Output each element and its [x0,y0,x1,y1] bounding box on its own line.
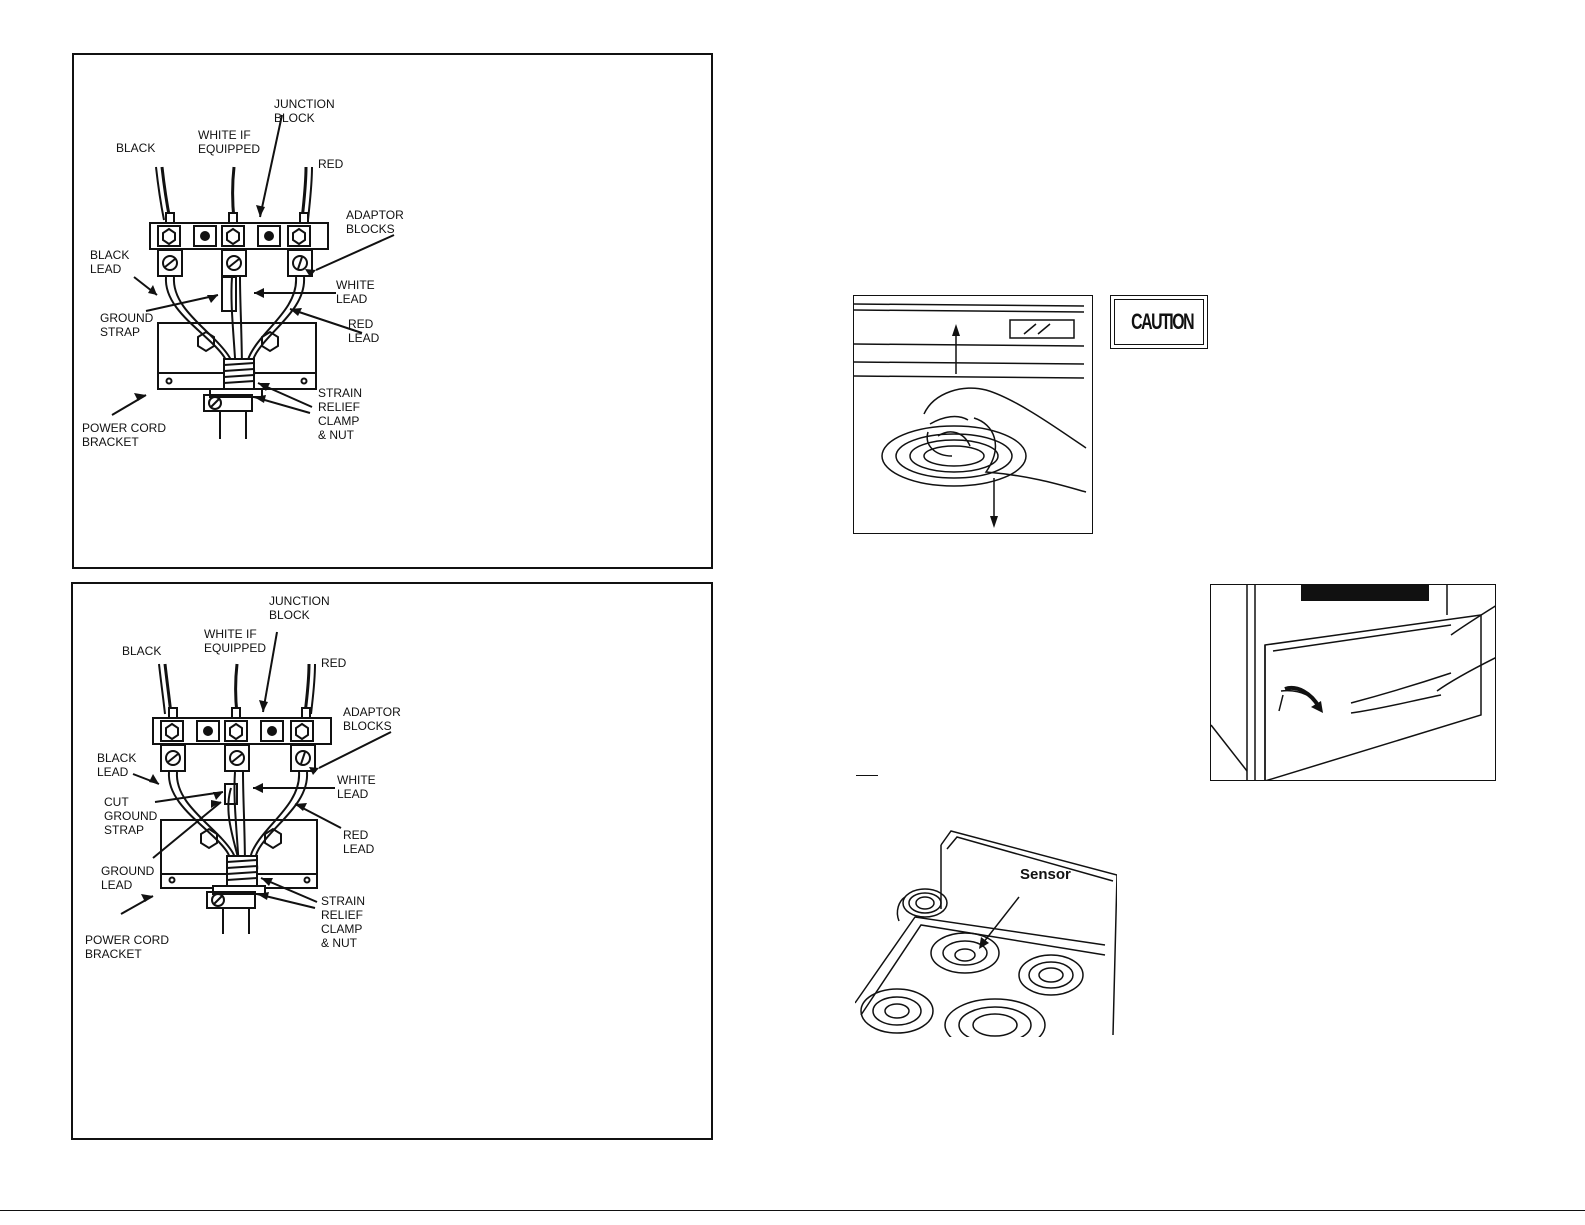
label-black: BLACK [116,141,156,155]
label-black-lead: BLACK LEAD [97,751,137,779]
oven-door-illustration [1210,584,1496,781]
label-black-lead: BLACK LEAD [90,248,130,276]
caution-text: CAUTION [1130,309,1195,334]
page-bottom-rule [0,1210,1585,1211]
label-white-lead: WHITE LEAD [337,773,376,801]
label-ground-lead: GROUND LEAD [101,864,155,892]
label-red: RED [318,157,344,171]
label-adaptor-blocks: ADAPTOR BLOCKS [346,208,404,236]
caution-badge: CAUTION [1110,295,1208,349]
label-black: BLACK [122,644,162,658]
wiring-diagram-2-drawing [120,631,392,934]
label-red-lead: RED LEAD [348,317,380,345]
label-red-lead: RED LEAD [343,828,375,856]
label-adaptor-blocks: ADAPTOR BLOCKS [343,705,401,733]
surface-element-lift-illustration [853,295,1093,534]
wiring-diagram-panel-1: JUNCTION BLOCK WHITE IF EQUIPPED BLACK R… [72,53,713,569]
label-strain-relief: STRAIN RELIEF CLAMP & NUT [318,386,363,442]
label-white-lead: WHITE LEAD [336,278,375,306]
label-junction-block: JUNCTION BLOCK [274,97,335,125]
label-white-if-equipped: WHITE IF EQUIPPED [204,627,267,655]
sensor-label: Sensor [1020,866,1071,883]
underline-mark [856,775,878,776]
surface-element-lift-drawing [854,303,1087,528]
oven-door-drawing [1211,585,1495,780]
label-power-cord-bracket: POWER CORD BRACKET [82,421,166,449]
label-cut-ground-strap: CUT GROUND STRAP [104,795,158,837]
label-power-cord-bracket: POWER CORD BRACKET [85,933,169,961]
label-junction-block: JUNCTION BLOCK [269,594,330,622]
label-white-if-equipped: WHITE IF EQUIPPED [198,128,261,156]
wiring-diagram-panel-2: JUNCTION BLOCK WHITE IF EQUIPPED BLACK R… [71,582,713,1140]
label-strain-relief: STRAIN RELIEF CLAMP & NUT [321,894,366,950]
cooktop-sensor-drawing [854,830,1118,1052]
label-ground-strap: GROUND STRAP [100,311,154,339]
cooktop-sensor-illustration [854,825,1118,1052]
label-red: RED [321,656,347,670]
wiring-diagram-1-drawing [111,114,395,439]
